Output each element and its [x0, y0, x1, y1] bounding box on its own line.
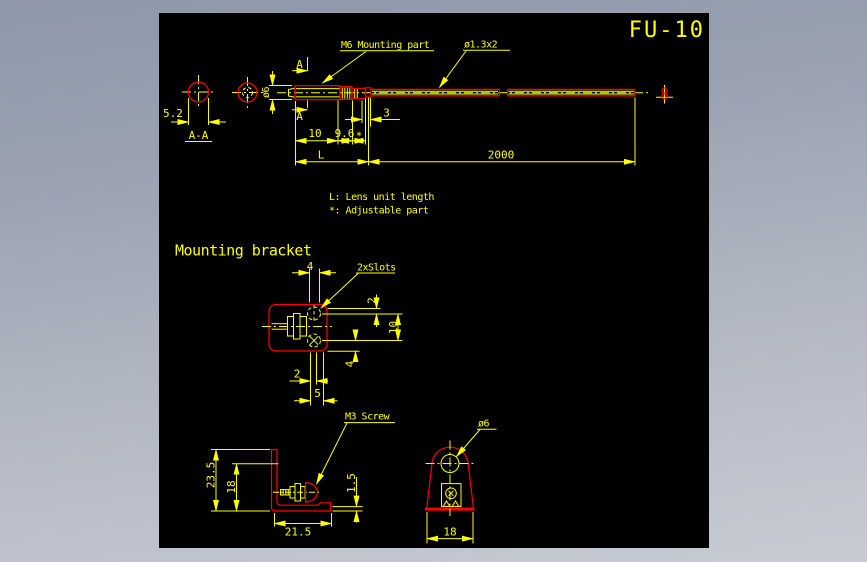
section-marker-top: A: [296, 58, 303, 71]
drawing-notes: L: Lens unit length *: Adjustable part: [329, 192, 435, 217]
cad-drawing: FU-10 5.2 A-A: [163, 18, 705, 544]
dim-label-L: L: [318, 149, 325, 162]
dim-label-lower-4: 4: [343, 360, 356, 367]
callout-fiber-label: ø1.3x2: [464, 40, 498, 51]
dim-label-9-6: 9.6: [335, 127, 355, 140]
dim-label-1-5: 1.5: [345, 473, 358, 493]
dim-label-slot-pitch: 10: [387, 321, 400, 334]
bracket-side-view: M3 Screw 23.5 18 1.5 21.5: [204, 412, 395, 539]
dim-label-spacing-5: 5: [314, 387, 321, 400]
dim-dia6: ø6: [261, 71, 292, 114]
dim-label-3: 3: [383, 107, 390, 120]
note-lens-length: L: Lens unit length: [329, 192, 434, 203]
cable-joint: [364, 87, 372, 98]
section-cut-markers: A A: [292, 57, 309, 123]
dim-label-18-front: 18: [443, 526, 456, 539]
callout-slots-label: 2xSlots: [357, 263, 396, 274]
note-adjustable: *: Adjustable part: [329, 206, 429, 217]
bracket-plate: [268, 303, 328, 352]
cable-end-view: [656, 85, 673, 104]
bracket-l-profile: [270, 448, 332, 512]
dim-label-slot-width: 4: [307, 260, 314, 273]
head-end-view: [232, 77, 263, 108]
dim-label-23-5: 23.5: [204, 462, 217, 489]
callout-dia6-label: ø6: [478, 419, 490, 430]
drawing-title: FU-10: [629, 18, 705, 43]
slot-1: [307, 306, 321, 321]
adjustable-sleeve: [351, 87, 367, 100]
slot-2: [307, 333, 321, 348]
m3-screw-head: [305, 481, 318, 503]
fiber-cable: [371, 88, 636, 97]
callout-fiber-dia: ø1.3x2: [438, 40, 510, 89]
callout-m3-label: M3 Screw: [345, 412, 391, 423]
lens-section-circle: [187, 81, 210, 103]
bracket-heading: Mounting bracket: [175, 242, 312, 260]
callout-m6-label: M6 Mounting part: [341, 40, 430, 51]
section-aa-label: A-A: [189, 129, 209, 142]
fiber-head: [277, 85, 651, 101]
dim-label-adjustable: *: [356, 130, 363, 143]
dim-label-dia6: ø6: [261, 87, 272, 99]
dim-label-10: 10: [308, 127, 321, 140]
dim-label-edge-2: 2: [294, 368, 301, 381]
cad-canvas: FU-10 5.2 A-A: [159, 13, 709, 548]
section-marker-bottom: A: [296, 110, 303, 123]
mounting-hole: [440, 454, 460, 473]
head-dimensions: 3 10 9.6 * L 2000: [294, 97, 636, 166]
dim-label-2000: 2000: [488, 149, 515, 162]
dim-label-5-2: 5.2: [163, 107, 183, 120]
bracket-front-view: ø6 18: [425, 419, 497, 544]
dim-label-21-5: 21.5: [285, 526, 312, 539]
callout-m6-mounting-part: M6 Mounting part: [321, 40, 434, 84]
bracket-top-view: 4 2xSlots 2 10 4: [262, 260, 403, 406]
screw-pocket: [441, 483, 462, 507]
section-view-aa: 5.2 A-A: [163, 75, 226, 142]
dim-label-18-side: 18: [225, 480, 238, 493]
dim-label-slot-offset: 2: [365, 297, 378, 304]
